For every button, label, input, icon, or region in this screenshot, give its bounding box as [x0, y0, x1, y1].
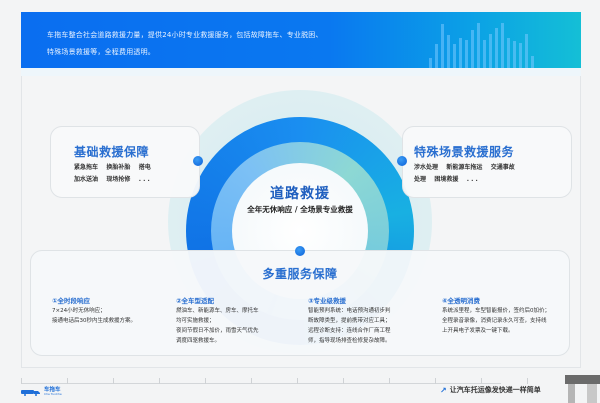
- footer-tick: [481, 378, 482, 384]
- guarantee-line: 系统派里程，车型智能报价，签约后0加价；: [442, 308, 551, 314]
- decorative-bar: [489, 34, 492, 68]
- guarantee-line: 夜间节假日不加价，雨雪天气优先: [176, 328, 259, 334]
- header-description-line1: 车拖车整合社会道路救援力量，提供24小时专业救援服务，包括故障拖车、专业脱困、: [47, 31, 323, 39]
- connector-dot-bottom: [295, 246, 305, 256]
- decorative-bar: [531, 56, 534, 68]
- footer-tick: [67, 378, 68, 384]
- center-subtitle: 全年无休响应 / 全场景专业救援: [247, 205, 353, 214]
- basic-rescue-items-line1: 紧急拖车 换胎补胎 搭电: [74, 164, 151, 171]
- decorative-bar: [453, 44, 456, 68]
- guarantee-line: 上开具电子发票及一键下载。: [442, 328, 514, 334]
- panel-top-strip: [21, 68, 581, 76]
- decorative-bar: [525, 34, 528, 68]
- connector-dot-right: [397, 156, 407, 166]
- footer-tick: [159, 378, 160, 384]
- decorative-bar: [501, 23, 504, 68]
- basic-rescue-items-line2: 加水送油 现场抢修 . . .: [74, 176, 150, 183]
- corner-decoration: [565, 375, 600, 403]
- footer-tick: [527, 378, 528, 384]
- arrow-up-right-icon: ↗: [440, 385, 447, 395]
- guarantee-line: 远程诊断支持：连线合作厂商工程: [308, 328, 391, 334]
- decorative-bar: [495, 28, 498, 68]
- footer-tick: [297, 378, 298, 384]
- decorative-bar: [459, 38, 462, 68]
- tow-truck-icon: [21, 389, 40, 396]
- header-description-line2: 特殊场景救援等，全程费用透明。: [47, 48, 155, 56]
- brand-logo: 车拖车 Che TuoChe: [21, 387, 62, 396]
- footer-tick: [435, 378, 436, 384]
- connector-dot-left: [193, 156, 203, 166]
- guarantee-line: 智能预判系统：电话预沟通初步判: [308, 308, 391, 314]
- decorative-bar: [507, 38, 510, 68]
- center-title: 道路救援: [270, 186, 330, 202]
- guarantee-heading: ④全透明消费: [442, 297, 481, 305]
- decorative-bar-graphic: [429, 22, 569, 68]
- special-rescue-items-line2: 处理 困境救援 . . .: [414, 176, 478, 183]
- guarantee-line: 全程录音录像，消费记录永久可查，支持线: [442, 318, 547, 324]
- guarantee-line: 调度四驱救援车。: [176, 338, 221, 344]
- footer-tick: [343, 378, 344, 384]
- footer-tick: [21, 378, 22, 384]
- decorative-bar: [465, 40, 468, 68]
- guarantee-line: 均可实施救援；: [176, 318, 215, 324]
- guarantee-line: 接通电话后30秒内生成救援方案。: [52, 318, 136, 324]
- footer-tick: [113, 378, 114, 384]
- multi-guarantee-card: [30, 250, 570, 356]
- basic-rescue-title: 基础救援保障: [74, 145, 150, 159]
- guarantee-heading: ③专业级救援: [308, 297, 347, 305]
- decorative-bar: [447, 35, 450, 68]
- decorative-bar: [429, 58, 432, 68]
- decorative-bar: [513, 41, 516, 68]
- guarantee-line: 断故障类型，提前携带对应工具；: [308, 318, 391, 324]
- guarantee-column-2: ②全车型适配 燃油车、新能源车、房车、摩托车 均可实施救援； 夜间节假日不加价，…: [176, 296, 259, 346]
- basic-rescue-card: 基础救援保障 紧急拖车 换胎补胎 搭电 加水送油 现场抢修 . . .: [50, 126, 200, 198]
- footer-tick: [389, 378, 390, 384]
- header-banner: 车拖车整合社会道路救援力量，提供24小时专业救援服务，包括故障拖车、专业脱困、 …: [21, 12, 581, 68]
- slogan: ↗ 让汽车托运像发快递一样简单: [440, 385, 541, 395]
- header-description: 车拖车整合社会道路救援力量，提供24小时专业救援服务，包括故障拖车、专业脱困、 …: [47, 27, 323, 61]
- footer-tick: [205, 378, 206, 384]
- guarantee-line: 燃油车、新能源车、房车、摩托车: [176, 308, 259, 314]
- decorative-bar: [441, 24, 444, 68]
- decorative-bar: [519, 43, 522, 68]
- multi-guarantee-title: 多重服务保障: [262, 267, 338, 281]
- footer-tick: [251, 378, 252, 384]
- special-rescue-card: 特殊场景救援服务 涉水处理 新能源车拖运 交通事故 处理 困境救援 . . .: [402, 126, 572, 198]
- guarantee-column-1: ①全时段响应 7×24小时无休响应； 接通电话后30秒内生成救援方案。: [52, 296, 136, 326]
- footer-rule: [21, 383, 501, 384]
- guarantee-line: 师，指导现场排查检修复杂故障。: [308, 338, 391, 344]
- special-rescue-title: 特殊场景救援服务: [414, 145, 515, 159]
- brand-name: 车拖车: [44, 387, 61, 393]
- guarantee-line: 7×24小时无休响应；: [52, 308, 106, 314]
- decorative-bar: [471, 30, 474, 68]
- guarantee-heading: ①全时段响应: [52, 297, 91, 305]
- slogan-text: 让汽车托运像发快递一样简单: [449, 386, 541, 394]
- brand-sub: Che TuoChe: [44, 392, 62, 396]
- decorative-bar: [477, 23, 480, 68]
- guarantee-column-3: ③专业级救援 智能预判系统：电话预沟通初步判 断故障类型，提前携带对应工具； 远…: [308, 296, 391, 346]
- guarantee-column-4: ④全透明消费 系统派里程，车型智能报价，签约后0加价； 全程录音录像，消费记录永…: [442, 296, 550, 336]
- decorative-bar: [483, 40, 486, 68]
- guarantee-heading: ②全车型适配: [176, 297, 215, 305]
- decorative-bar: [435, 44, 438, 68]
- special-rescue-items-line1: 涉水处理 新能源车拖运 交通事故: [414, 164, 515, 171]
